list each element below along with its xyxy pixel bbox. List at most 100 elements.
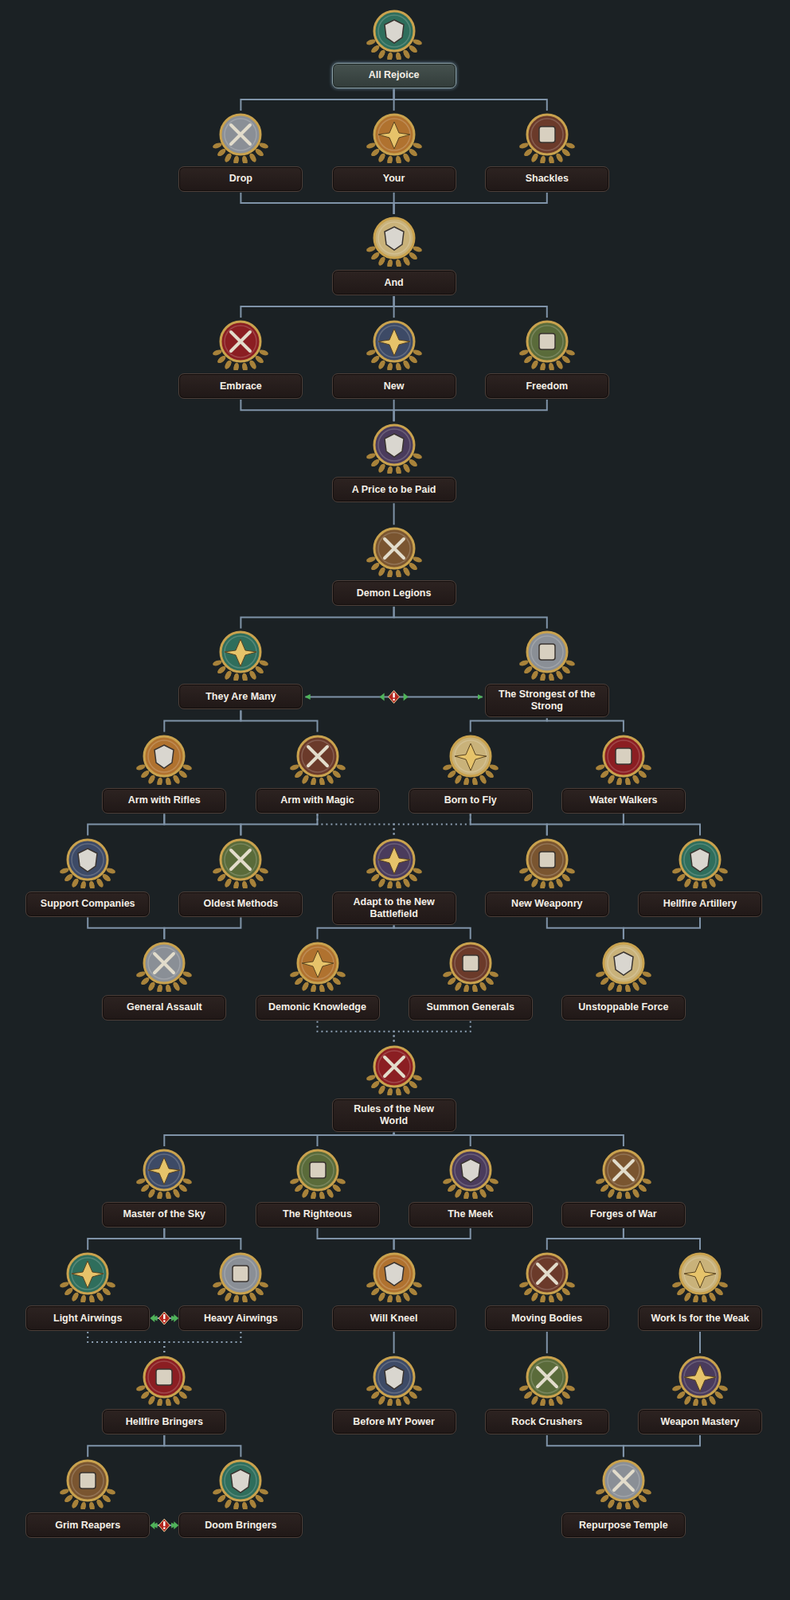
focus-icon <box>365 1041 423 1096</box>
focus-node: Born to Fly <box>408 731 533 814</box>
focus-icon <box>211 1248 270 1303</box>
focus-plate: Your <box>332 166 457 192</box>
focus-title: Support Companies <box>40 898 136 911</box>
prerequisite-line <box>394 606 548 629</box>
focus-node: Your <box>332 109 457 192</box>
focus-icon <box>135 731 193 786</box>
focus-plate: Water Walkers <box>561 788 686 814</box>
prerequisite-line <box>149 1312 179 1326</box>
focus-node: Shackles <box>484 109 610 192</box>
focus-plate: They Are Many <box>178 684 303 710</box>
focus-icon <box>594 1455 653 1510</box>
focus-plate: Heavy Airwings <box>178 1306 303 1332</box>
prerequisite-line <box>393 1332 395 1354</box>
focus-icon <box>518 834 576 889</box>
focus-plate: Demonic Knowledge <box>255 995 380 1021</box>
focus-node: Hellfire Bringers <box>101 1352 227 1436</box>
prerequisite-line <box>87 918 165 940</box>
focus-title: Will Kneel <box>370 1313 419 1326</box>
prerequisite-line <box>394 192 548 215</box>
focus-title: Demonic Knowledge <box>268 1001 367 1014</box>
focus-node: Weapon Mastery <box>637 1352 763 1436</box>
prerequisite-line <box>164 1332 241 1354</box>
focus-icon <box>518 316 576 371</box>
focus-title: Before MY Power <box>352 1416 435 1429</box>
focus-plate: New Weaponry <box>484 891 610 918</box>
prerequisite-line <box>317 814 395 837</box>
focus-icon <box>289 1145 347 1200</box>
prerequisite-line <box>305 690 482 704</box>
focus-icon <box>671 1248 729 1303</box>
prerequisite-line <box>164 710 241 732</box>
prerequisite-line <box>87 1332 165 1354</box>
focus-plate: Oldest Methods <box>178 891 303 918</box>
prerequisite-line <box>699 1332 701 1354</box>
prerequisite-line <box>164 710 241 732</box>
prerequisite-line <box>164 814 241 837</box>
focus-node: The Righteous <box>255 1145 380 1229</box>
prerequisite-line <box>164 1133 394 1147</box>
focus-title: Summon Generals <box>426 1001 514 1014</box>
prerequisite-line <box>623 918 701 940</box>
focus-title: Born to Fly <box>444 794 497 807</box>
focus-title: Light Airwings <box>53 1313 122 1326</box>
focus-node: Rules of the New World <box>332 1041 457 1133</box>
prerequisite-line <box>87 918 165 940</box>
focus-title: Repurpose Temple <box>578 1520 669 1533</box>
prerequisite-line <box>394 1133 624 1147</box>
prerequisite-line <box>547 1435 624 1458</box>
prerequisite-line <box>317 1133 395 1147</box>
focus-plate: Support Companies <box>25 891 150 918</box>
focus-node: Rock Crushers <box>484 1352 610 1436</box>
focus-node: Work Is for the Weak <box>637 1248 763 1332</box>
focus-plate: Embrace <box>178 373 303 399</box>
focus-plate: Arm with Magic <box>255 788 380 814</box>
focus-plate: The Strongest of the Strong <box>484 684 610 718</box>
prerequisite-line <box>546 1332 548 1354</box>
prerequisite-line <box>547 718 624 732</box>
prerequisite-line <box>164 814 241 837</box>
prerequisite-line <box>470 814 548 837</box>
focus-icon <box>135 1145 193 1200</box>
prerequisite-line <box>240 89 394 111</box>
focus-title: Weapon Mastery <box>660 1416 740 1429</box>
focus-title: Rock Crushers <box>511 1416 583 1429</box>
prerequisite-line <box>164 918 241 940</box>
focus-icon <box>671 1352 729 1407</box>
focus-title: Your <box>383 172 406 185</box>
focus-node: Demon Legions <box>332 523 457 607</box>
focus-plate: Work Is for the Weak <box>637 1306 763 1332</box>
focus-icon <box>594 938 653 993</box>
focus-icon <box>211 316 270 371</box>
focus-node: New Weaponry <box>484 834 610 918</box>
prerequisite-line <box>149 1519 179 1533</box>
prerequisite-line <box>394 814 471 837</box>
focus-plate: Rules of the New World <box>332 1098 457 1133</box>
focus-plate: The Righteous <box>255 1202 380 1229</box>
focus-title: The Strongest of the Strong <box>492 688 603 713</box>
focus-plate: Grim Reapers <box>25 1513 150 1539</box>
focus-icon <box>58 834 117 889</box>
focus-node: Repurpose Temple <box>561 1455 686 1539</box>
focus-node: Arm with Rifles <box>101 731 227 814</box>
prerequisite-line <box>623 1228 701 1251</box>
focus-title: Forges of War <box>590 1208 658 1221</box>
focus-plate: Born to Fly <box>408 788 533 814</box>
focus-node: Will Kneel <box>332 1248 457 1332</box>
focus-icon <box>58 1455 117 1510</box>
focus-plate: Hellfire Bringers <box>101 1409 227 1436</box>
focus-icon <box>518 1248 576 1303</box>
focus-title: Arm with Magic <box>280 794 354 807</box>
focus-plate: Rock Crushers <box>484 1409 610 1436</box>
focus-node: Doom Bringers <box>178 1455 303 1539</box>
prerequisite-line <box>87 1332 165 1354</box>
focus-title: Adapt to the New Battlefield <box>339 896 450 921</box>
prerequisite-line <box>394 296 548 318</box>
focus-node: Grim Reapers <box>25 1455 150 1539</box>
prerequisite-line <box>240 710 317 732</box>
focus-title: They Are Many <box>205 691 276 704</box>
focus-title: Oldest Methods <box>203 898 279 911</box>
prerequisite-line <box>240 296 394 318</box>
prerequisite-line <box>394 926 471 940</box>
